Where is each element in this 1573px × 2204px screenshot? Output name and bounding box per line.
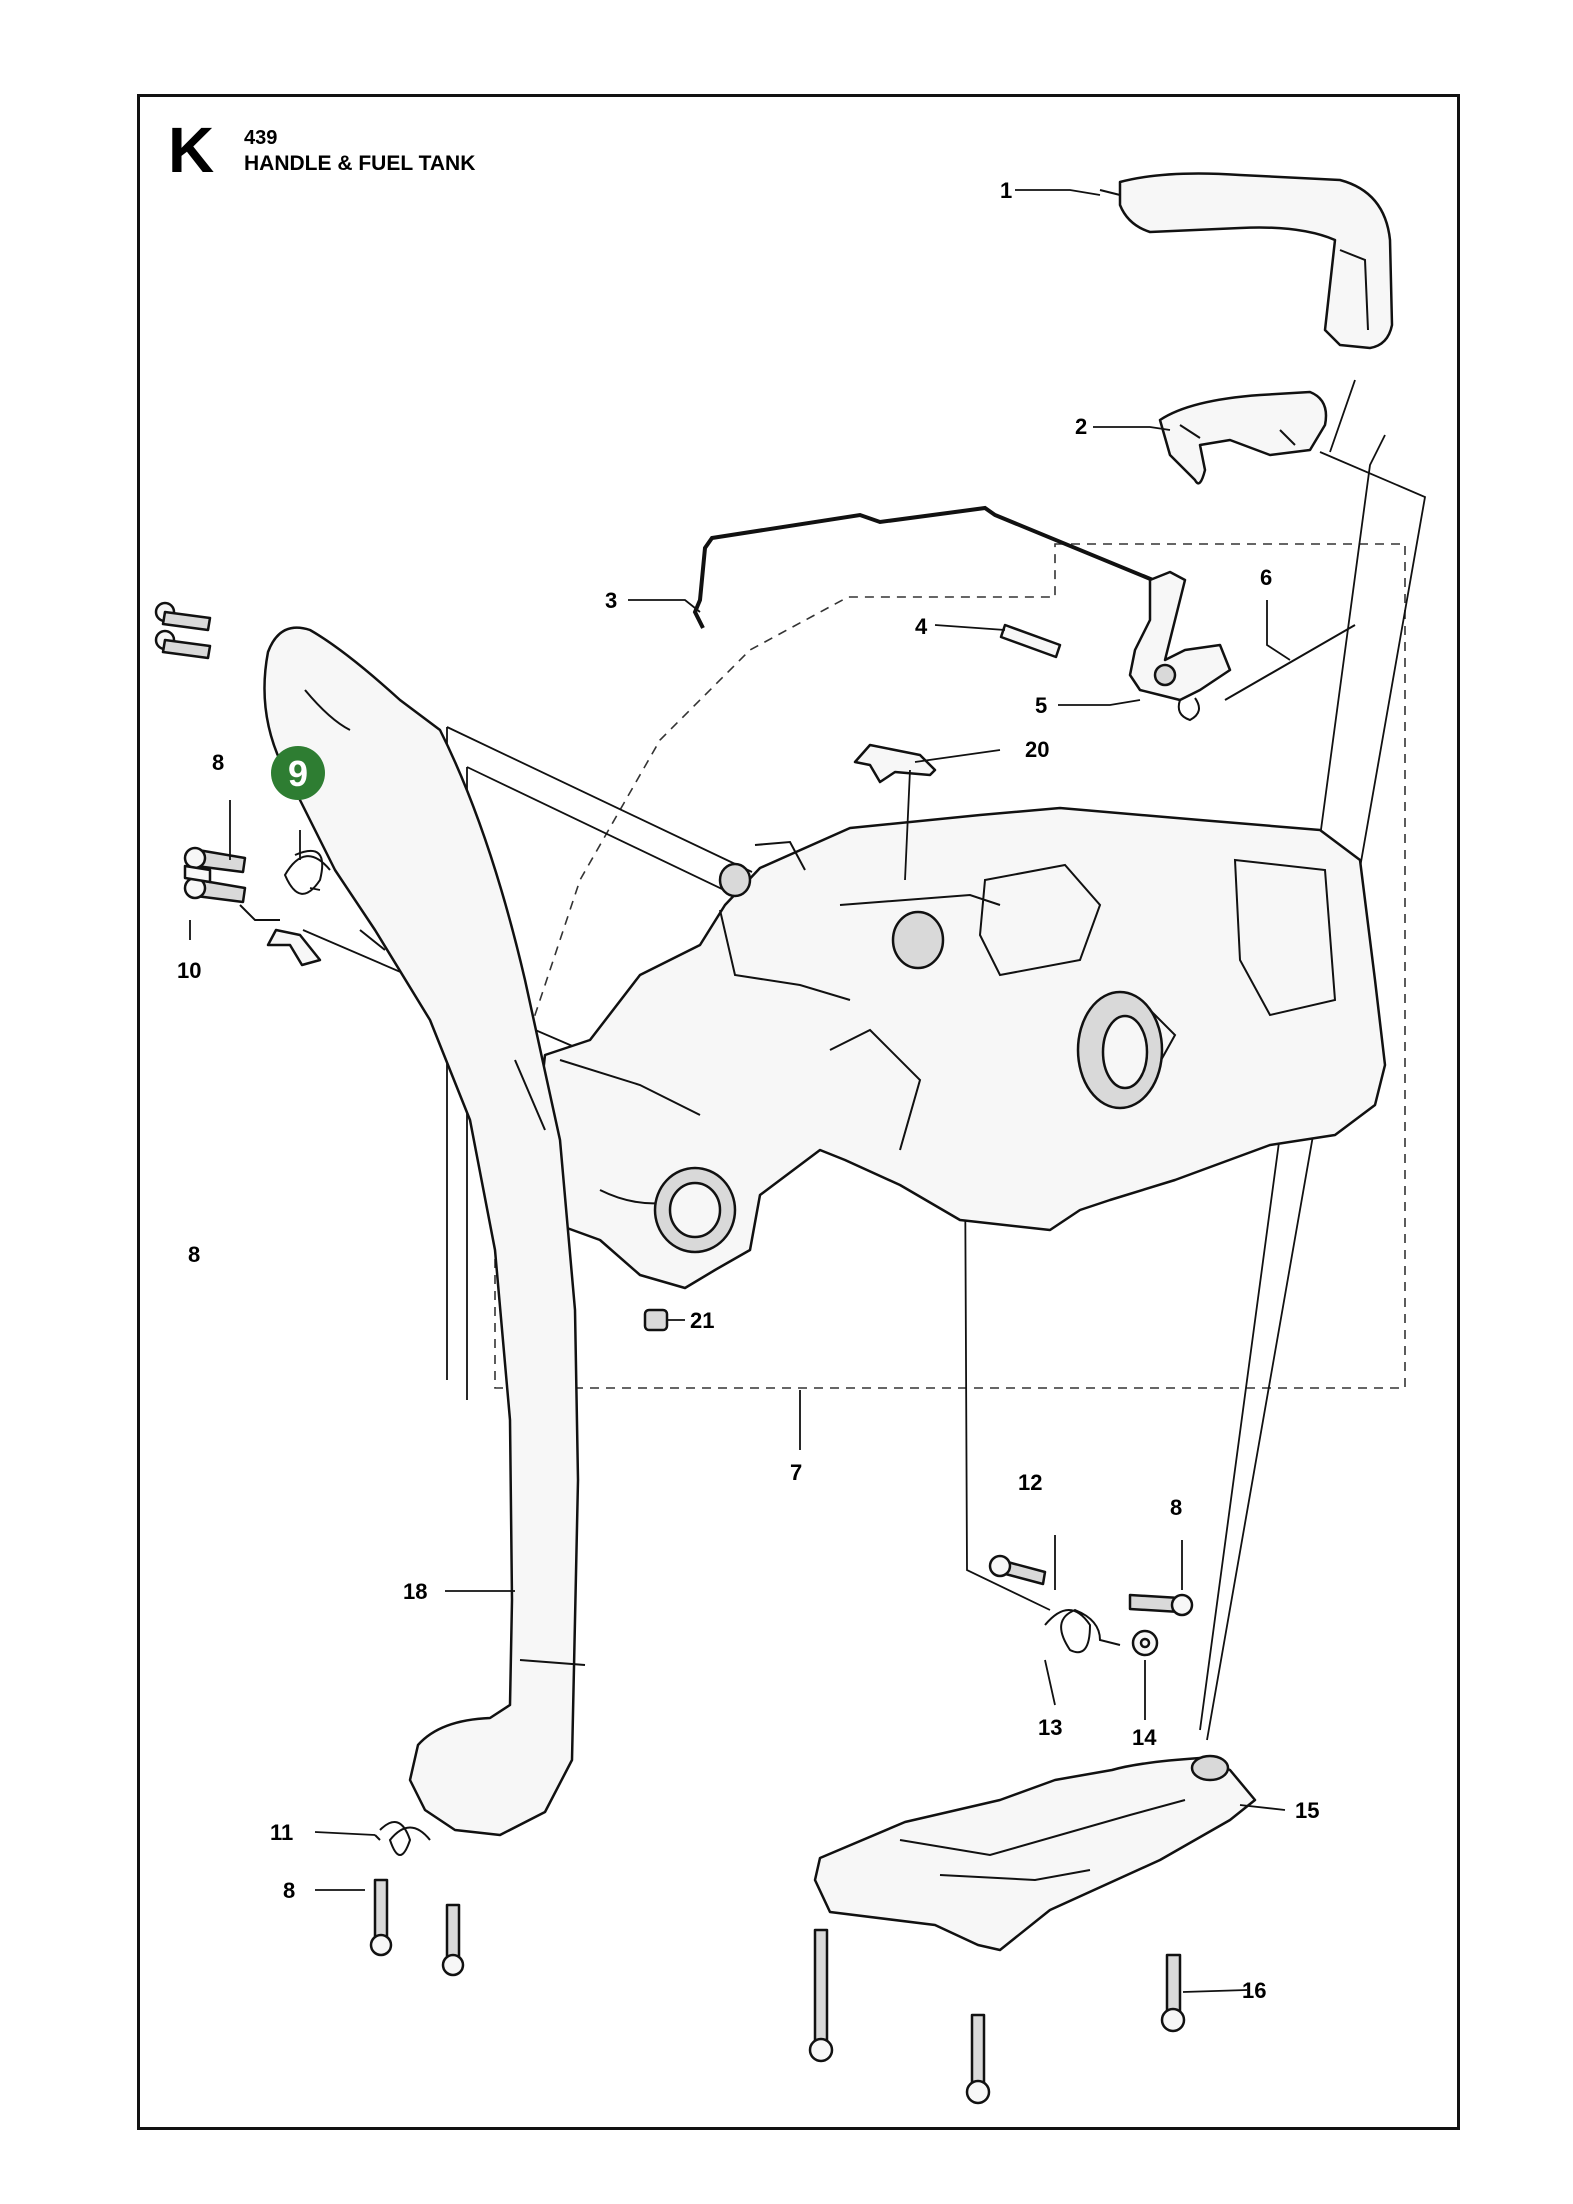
callout-8-right: 8 (1170, 1495, 1182, 1520)
part-5-throttle-trigger (1128, 570, 1232, 702)
callout-8-top-left: 8 (212, 750, 224, 775)
callout-15: 15 (1295, 1798, 1319, 1823)
screws-and-springs (154, 601, 1194, 2105)
section-letter: K (168, 114, 215, 186)
part-4-pin (999, 623, 1062, 659)
callout-18: 18 (403, 1579, 427, 1604)
callout-4: 4 (915, 614, 928, 639)
highlight-badge[interactable] (271, 746, 325, 800)
highlight-number: 9 (288, 753, 308, 794)
part-7-fuel-tank-body (526, 806, 1387, 1290)
part-18-front-handle (263, 626, 586, 1837)
callout-leaders (189, 189, 1291, 1993)
callout-8-mid-left: 8 (188, 1242, 200, 1267)
callout-5: 5 (1035, 693, 1047, 718)
part-1-handle-cover (1099, 172, 1394, 350)
callout-13: 13 (1038, 1715, 1062, 1740)
callout-2: 2 (1075, 414, 1087, 439)
callout-8-bottom: 8 (283, 1878, 295, 1903)
section-title: HANDLE & FUEL TANK (244, 152, 476, 175)
callout-11: 11 (270, 1820, 293, 1845)
callout-6: 6 (1260, 565, 1272, 590)
callout-1: 1 (1000, 178, 1012, 203)
part-6-spring (1177, 624, 1356, 722)
diagram-frame (137, 94, 1460, 2130)
callout-14: 14 (1132, 1725, 1157, 1750)
part-2-throttle-lockout (1158, 390, 1328, 485)
part-20-clip (853, 743, 937, 784)
callout-21: 21 (690, 1308, 714, 1333)
callout-7: 7 (790, 1460, 802, 1485)
assembly-boundary-7 (494, 543, 1406, 1389)
callout-3: 3 (605, 588, 617, 613)
model-number: 439 (244, 127, 278, 149)
callout-20: 20 (1025, 737, 1049, 762)
callout-16: 16 (1242, 1978, 1266, 2003)
part-21-grommet (643, 1308, 685, 1332)
part-15-bottom-plate (813, 1754, 1257, 1952)
callout-10: 10 (177, 958, 201, 983)
callout-12: 12 (1018, 1470, 1042, 1495)
part-3-throttle-rod (692, 505, 1166, 629)
